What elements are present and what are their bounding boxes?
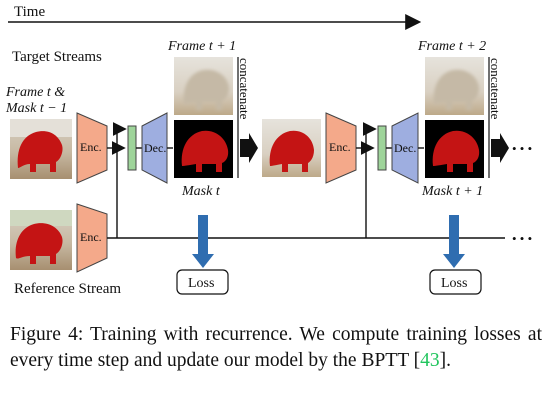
input-label-line1: Frame t & xyxy=(5,85,65,100)
frame-t2-image xyxy=(425,57,484,115)
mask-t-label: Mask t xyxy=(181,184,221,199)
encoder-block-reference: Enc. xyxy=(76,203,108,273)
ellipsis-reference: • • • xyxy=(512,231,532,246)
target-streams-label: Target Streams xyxy=(12,49,102,65)
ellipsis-target: • • • xyxy=(512,141,532,156)
loss-label-2: Loss xyxy=(441,276,467,291)
loss-arrow-1 xyxy=(192,215,214,268)
frame-t1-image xyxy=(174,57,233,115)
loss-box-2: Loss xyxy=(429,269,482,295)
reference-stream-label: Reference Stream xyxy=(14,281,121,297)
frame-t2-label: Frame t + 2 xyxy=(417,39,486,54)
encoder-block-2: Enc. xyxy=(325,112,357,184)
decoder-block-1: Dec. xyxy=(141,112,168,184)
caption-prefix: Figure 4: Training with recurrence. We c… xyxy=(10,324,542,371)
loss-box-1: Loss xyxy=(176,269,229,295)
concatenate-label-2: concatenate xyxy=(488,58,503,120)
reference-image xyxy=(10,210,72,270)
encoder-label-1: Enc. xyxy=(80,140,102,154)
frame-t1-label: Frame t + 1 xyxy=(167,39,236,54)
recurrence-diagram: Time Target Streams Frame t & Mask t − 1… xyxy=(5,4,532,297)
decoder-label-2: Dec. xyxy=(394,141,416,155)
decoder-block-2: Dec. xyxy=(391,112,419,184)
concat-block-2 xyxy=(377,125,387,171)
mask-t1-image xyxy=(425,120,484,178)
decoder-label-1: Dec. xyxy=(144,141,166,155)
loss-arrow-2 xyxy=(443,215,465,268)
figure-caption: Figure 4: Training with recurrence. We c… xyxy=(10,322,542,374)
input-image-t xyxy=(10,119,72,179)
transition-arrow-2 xyxy=(491,133,509,163)
input-image-t1 xyxy=(262,119,321,177)
input-label-line2: Mask t − 1 xyxy=(5,101,67,116)
caption-suffix: ]. xyxy=(439,350,452,371)
encoder-label-2: Enc. xyxy=(329,140,351,154)
mask-t1-label: Mask t + 1 xyxy=(421,184,483,199)
concatenate-label-1: concatenate xyxy=(237,58,252,120)
encoder-label-reference: Enc. xyxy=(80,230,102,244)
time-label: Time xyxy=(14,4,45,20)
mask-t-image xyxy=(174,120,233,178)
encoder-block-1: Enc. xyxy=(76,112,108,184)
transition-arrow-1 xyxy=(240,133,258,163)
loss-label-1: Loss xyxy=(188,276,214,291)
concat-block-1 xyxy=(127,125,137,171)
caption-citation[interactable]: 43 xyxy=(420,350,440,371)
